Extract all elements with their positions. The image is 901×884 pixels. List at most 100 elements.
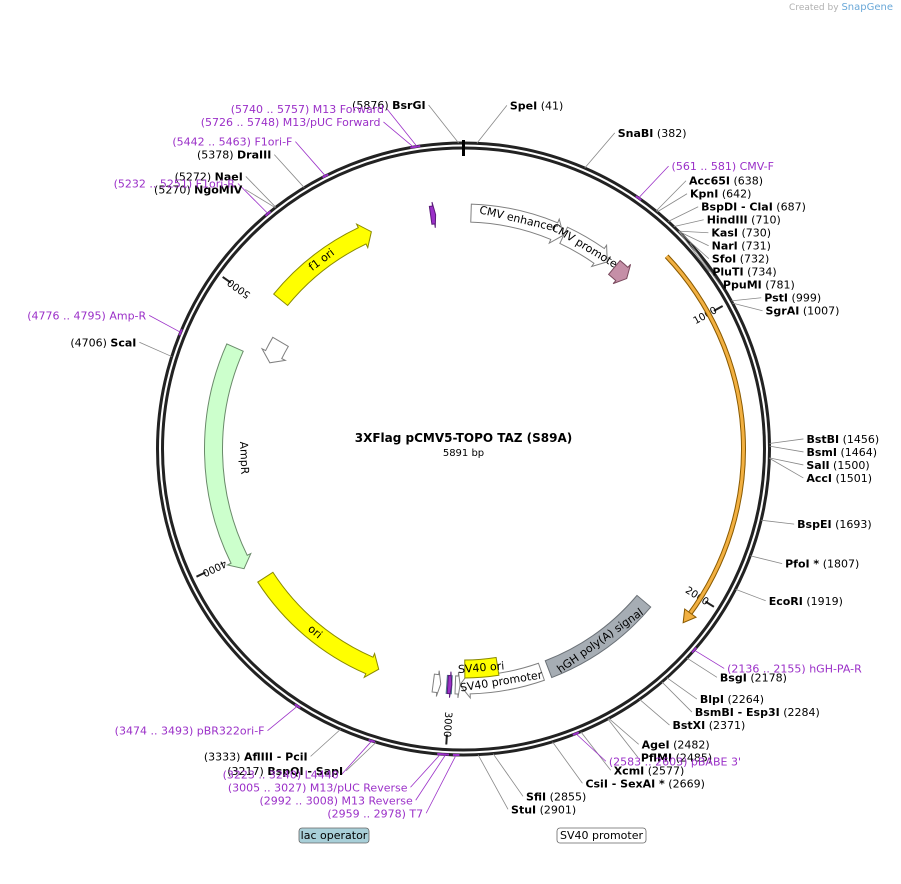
feature-cmv-enhancer[interactable] bbox=[470, 203, 565, 245]
site-label[interactable]: PluTI (734) bbox=[712, 266, 776, 279]
site-leader-line bbox=[341, 740, 373, 775]
primer-label[interactable]: (5442 .. 5463) F1ori-F bbox=[172, 136, 292, 149]
lac-operator-box[interactable]: lac operator bbox=[298, 827, 370, 844]
site-leader-line bbox=[678, 231, 710, 260]
site-label[interactable]: BstBI (1456) bbox=[806, 433, 879, 446]
primer-mark bbox=[691, 646, 698, 654]
primer-mark bbox=[368, 738, 376, 743]
feature-ampr[interactable] bbox=[204, 343, 252, 570]
site-label[interactable]: (4706) ScaI bbox=[70, 336, 136, 349]
primer-label[interactable]: (5232 .. 5251) F1ori-R bbox=[114, 177, 236, 190]
credit-brand: SnapGene bbox=[841, 2, 893, 13]
site-label[interactable]: BsmI (1464) bbox=[806, 446, 877, 459]
site-label[interactable]: (5272) NaeI bbox=[175, 170, 243, 183]
site-label[interactable]: CsiI - SexAI * (2669) bbox=[585, 777, 704, 790]
site-label[interactable]: HindIII (710) bbox=[707, 214, 781, 227]
site-label[interactable]: (3217) BspQI - SapI bbox=[227, 765, 343, 778]
site-leader-line bbox=[415, 754, 447, 801]
site-leader-line bbox=[148, 315, 181, 333]
feature-lac-promoter[interactable] bbox=[431, 670, 442, 697]
site-leader-line bbox=[686, 657, 718, 678]
site-label[interactable]: Acc65I (638) bbox=[689, 175, 763, 188]
site-label[interactable]: PflMI (2485) bbox=[641, 751, 712, 764]
sv40-promoter-box[interactable]: SV40 promoter bbox=[556, 827, 647, 844]
tick-label: 3000 bbox=[441, 711, 453, 737]
site-label[interactable]: BlpI (2264) bbox=[700, 693, 764, 706]
site-label[interactable]: (3333) AflIII - PciI bbox=[204, 750, 308, 763]
site-label[interactable]: SgrAI (1007) bbox=[766, 305, 840, 318]
site-leader-line bbox=[345, 741, 377, 772]
site-label[interactable]: (5270) NgoMIV bbox=[154, 183, 243, 196]
site-leader-line bbox=[735, 588, 766, 602]
feature-f1-ori[interactable] bbox=[272, 222, 372, 307]
site-leader-line bbox=[477, 754, 509, 810]
site-leader-line bbox=[769, 457, 804, 479]
site-leader-line bbox=[731, 297, 762, 302]
site-leader-line bbox=[693, 649, 725, 669]
svg-text:lac operator: lac operator bbox=[301, 829, 368, 842]
feature-ori[interactable] bbox=[257, 571, 380, 679]
feature-cmv-promoter[interactable] bbox=[559, 226, 608, 268]
site-label[interactable]: AgeI (2482) bbox=[642, 738, 710, 751]
site-label[interactable]: (5378) DraIII bbox=[197, 149, 271, 162]
site-label[interactable]: BspDI - ClaI (687) bbox=[701, 201, 806, 214]
feature-sv40-promoter[interactable] bbox=[459, 662, 546, 700]
site-label[interactable]: (5876) BsrGI bbox=[352, 99, 426, 112]
primer-mark bbox=[322, 173, 329, 179]
site-label[interactable]: NarI (731) bbox=[712, 240, 771, 253]
site-label[interactable]: SfoI (732) bbox=[712, 253, 769, 266]
site-leader-line bbox=[656, 193, 688, 213]
site-label[interactable]: XcmI (2577) bbox=[614, 764, 685, 777]
insert-arrowhead bbox=[682, 608, 698, 624]
primer-label[interactable]: (2959 .. 2978) T7 bbox=[327, 807, 423, 820]
feature-label-hgh-poly-a-signal: hGH poly(A) signal bbox=[555, 606, 646, 676]
credit-prefix: Created by bbox=[789, 3, 839, 13]
site-label[interactable]: BspEI (1693) bbox=[797, 518, 872, 531]
site-leader-line bbox=[139, 341, 172, 357]
feature-t7-promoter[interactable] bbox=[454, 671, 461, 699]
site-leader-line bbox=[639, 699, 670, 726]
site-label[interactable]: BsgI (2178) bbox=[720, 671, 787, 684]
site-label[interactable]: PstI (999) bbox=[764, 292, 821, 305]
primer-label[interactable]: (2583 .. 2603) pBABE 3' bbox=[609, 755, 741, 768]
primer-label[interactable]: (3005 .. 3027) M13/pUC Reverse bbox=[228, 781, 408, 794]
site-leader-line bbox=[386, 108, 418, 147]
primer-label[interactable]: (561 .. 581) CMV-F bbox=[672, 160, 774, 173]
site-label[interactable]: EcoRI (1919) bbox=[769, 595, 843, 608]
feature-ampr-promoter[interactable] bbox=[260, 336, 290, 364]
primer-label[interactable]: (3474 .. 3493) pBR322ori-F bbox=[115, 725, 265, 738]
site-leader-line bbox=[575, 733, 607, 762]
primer-label[interactable]: (2992 .. 3008) M13 Reverse bbox=[259, 794, 412, 807]
feature-3xflag[interactable] bbox=[607, 259, 632, 285]
site-label[interactable]: KpnI (642) bbox=[690, 188, 751, 201]
feature-m13-fwd[interactable] bbox=[428, 201, 437, 228]
site-label[interactable]: StuI (2901) bbox=[511, 803, 576, 816]
site-label[interactable]: SfiI (2855) bbox=[526, 790, 586, 803]
site-label[interactable]: BstXI (2371) bbox=[672, 719, 745, 732]
feature-sv40-ori[interactable] bbox=[464, 656, 500, 679]
site-label[interactable]: BsmBI - Esp3I (2284) bbox=[695, 706, 820, 719]
site-leader-line bbox=[769, 445, 804, 453]
primer-label[interactable]: (4776 .. 4795) Amp-R bbox=[27, 309, 146, 322]
site-label[interactable]: SpeI (41) bbox=[510, 99, 563, 112]
primer-label[interactable]: (5740 .. 5757) M13 Forward bbox=[231, 103, 384, 116]
plasmid-name: 3XFlag pCMV5-TOPO TAZ (S89A) bbox=[355, 431, 573, 445]
site-label[interactable]: KasI (730) bbox=[711, 227, 771, 240]
site-label[interactable]: AccI (1501) bbox=[806, 472, 872, 485]
primer-label[interactable]: (2136 .. 2155) hGH-PA-R bbox=[727, 662, 862, 675]
primer-label[interactable]: (5726 .. 5748) M13/pUC Forward bbox=[201, 116, 381, 129]
site-label[interactable]: SalI (1500) bbox=[806, 459, 869, 472]
feature-m13-rev[interactable] bbox=[446, 671, 453, 698]
feature-hgh-poly-a-signal[interactable] bbox=[544, 594, 652, 679]
primer-mark bbox=[178, 328, 183, 336]
site-label[interactable]: PpuMI (781) bbox=[723, 279, 795, 292]
site-label[interactable]: PfoI * (1807) bbox=[785, 558, 859, 571]
site-leader-line bbox=[769, 438, 804, 444]
site-label[interactable]: SnaBI (382) bbox=[618, 127, 687, 140]
primer-label[interactable]: (3223 .. 3240) L4440 bbox=[223, 768, 339, 781]
svg-text:SV40 promoter: SV40 promoter bbox=[560, 829, 644, 842]
insert-arc bbox=[665, 255, 745, 617]
site-leader-line bbox=[245, 189, 276, 209]
primer-mark bbox=[410, 145, 417, 149]
